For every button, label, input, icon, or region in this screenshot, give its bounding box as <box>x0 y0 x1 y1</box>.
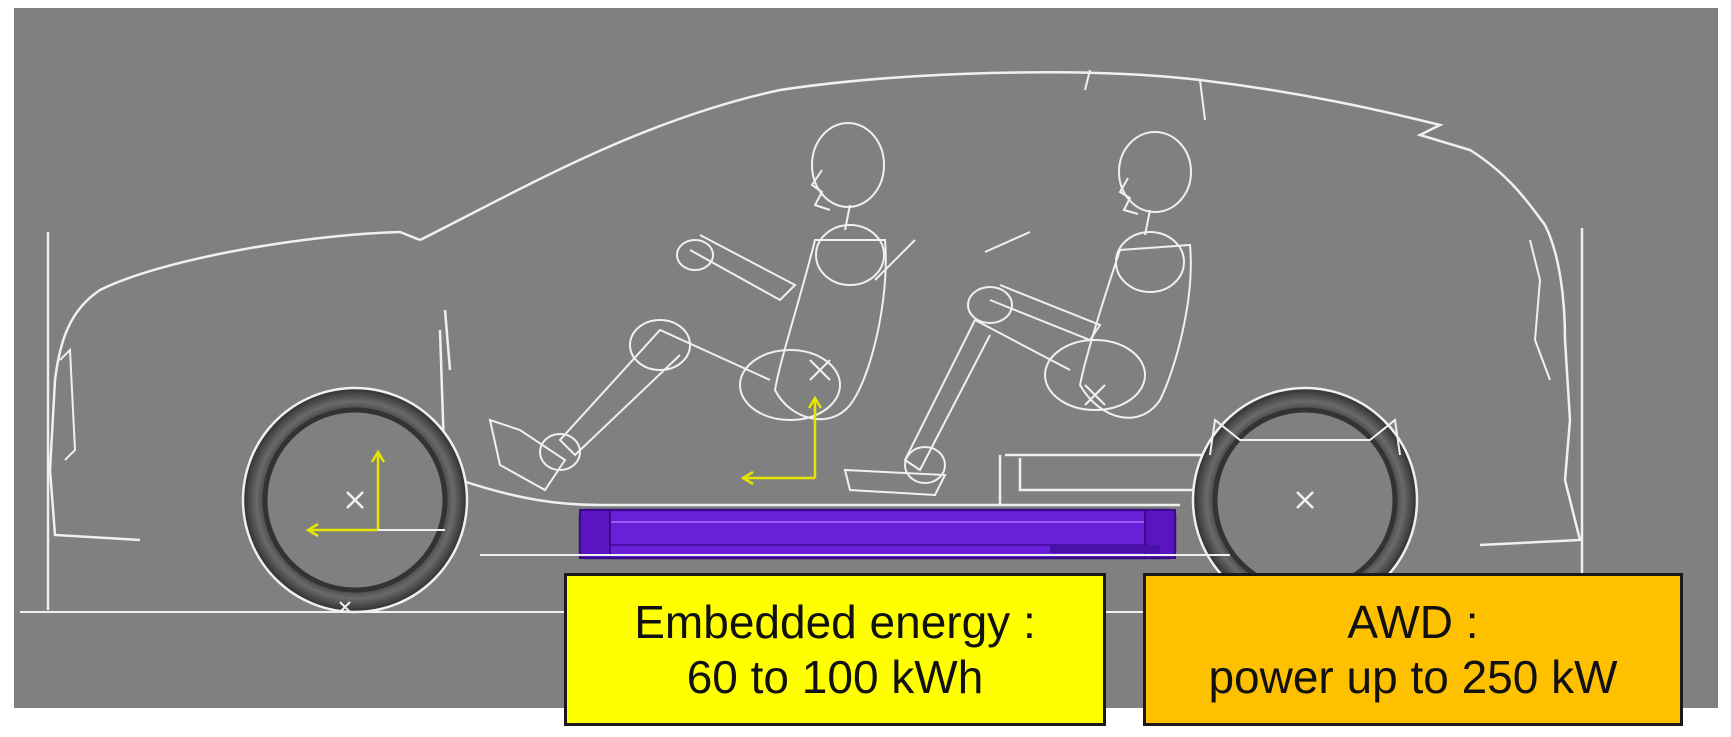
rear-occupant-outline <box>843 131 1192 497</box>
axis-marker-front <box>305 449 445 538</box>
energy-callout-line1: Embedded energy : <box>634 596 1036 649</box>
awd-callout: AWD : power up to 250 kW <box>1143 573 1683 726</box>
energy-callout-line2: 60 to 100 kWh <box>686 650 984 703</box>
front-occupant-outline <box>488 122 916 492</box>
awd-callout-line2: power up to 250 kW <box>1208 650 1618 703</box>
awd-callout-line1: AWD : <box>1347 596 1479 649</box>
battery-pack <box>578 508 1177 560</box>
rear-wheel <box>1191 386 1419 614</box>
energy-callout: Embedded energy : 60 to 100 kWh <box>564 573 1106 726</box>
front-wheel <box>241 386 469 614</box>
axis-marker-center <box>740 395 823 486</box>
